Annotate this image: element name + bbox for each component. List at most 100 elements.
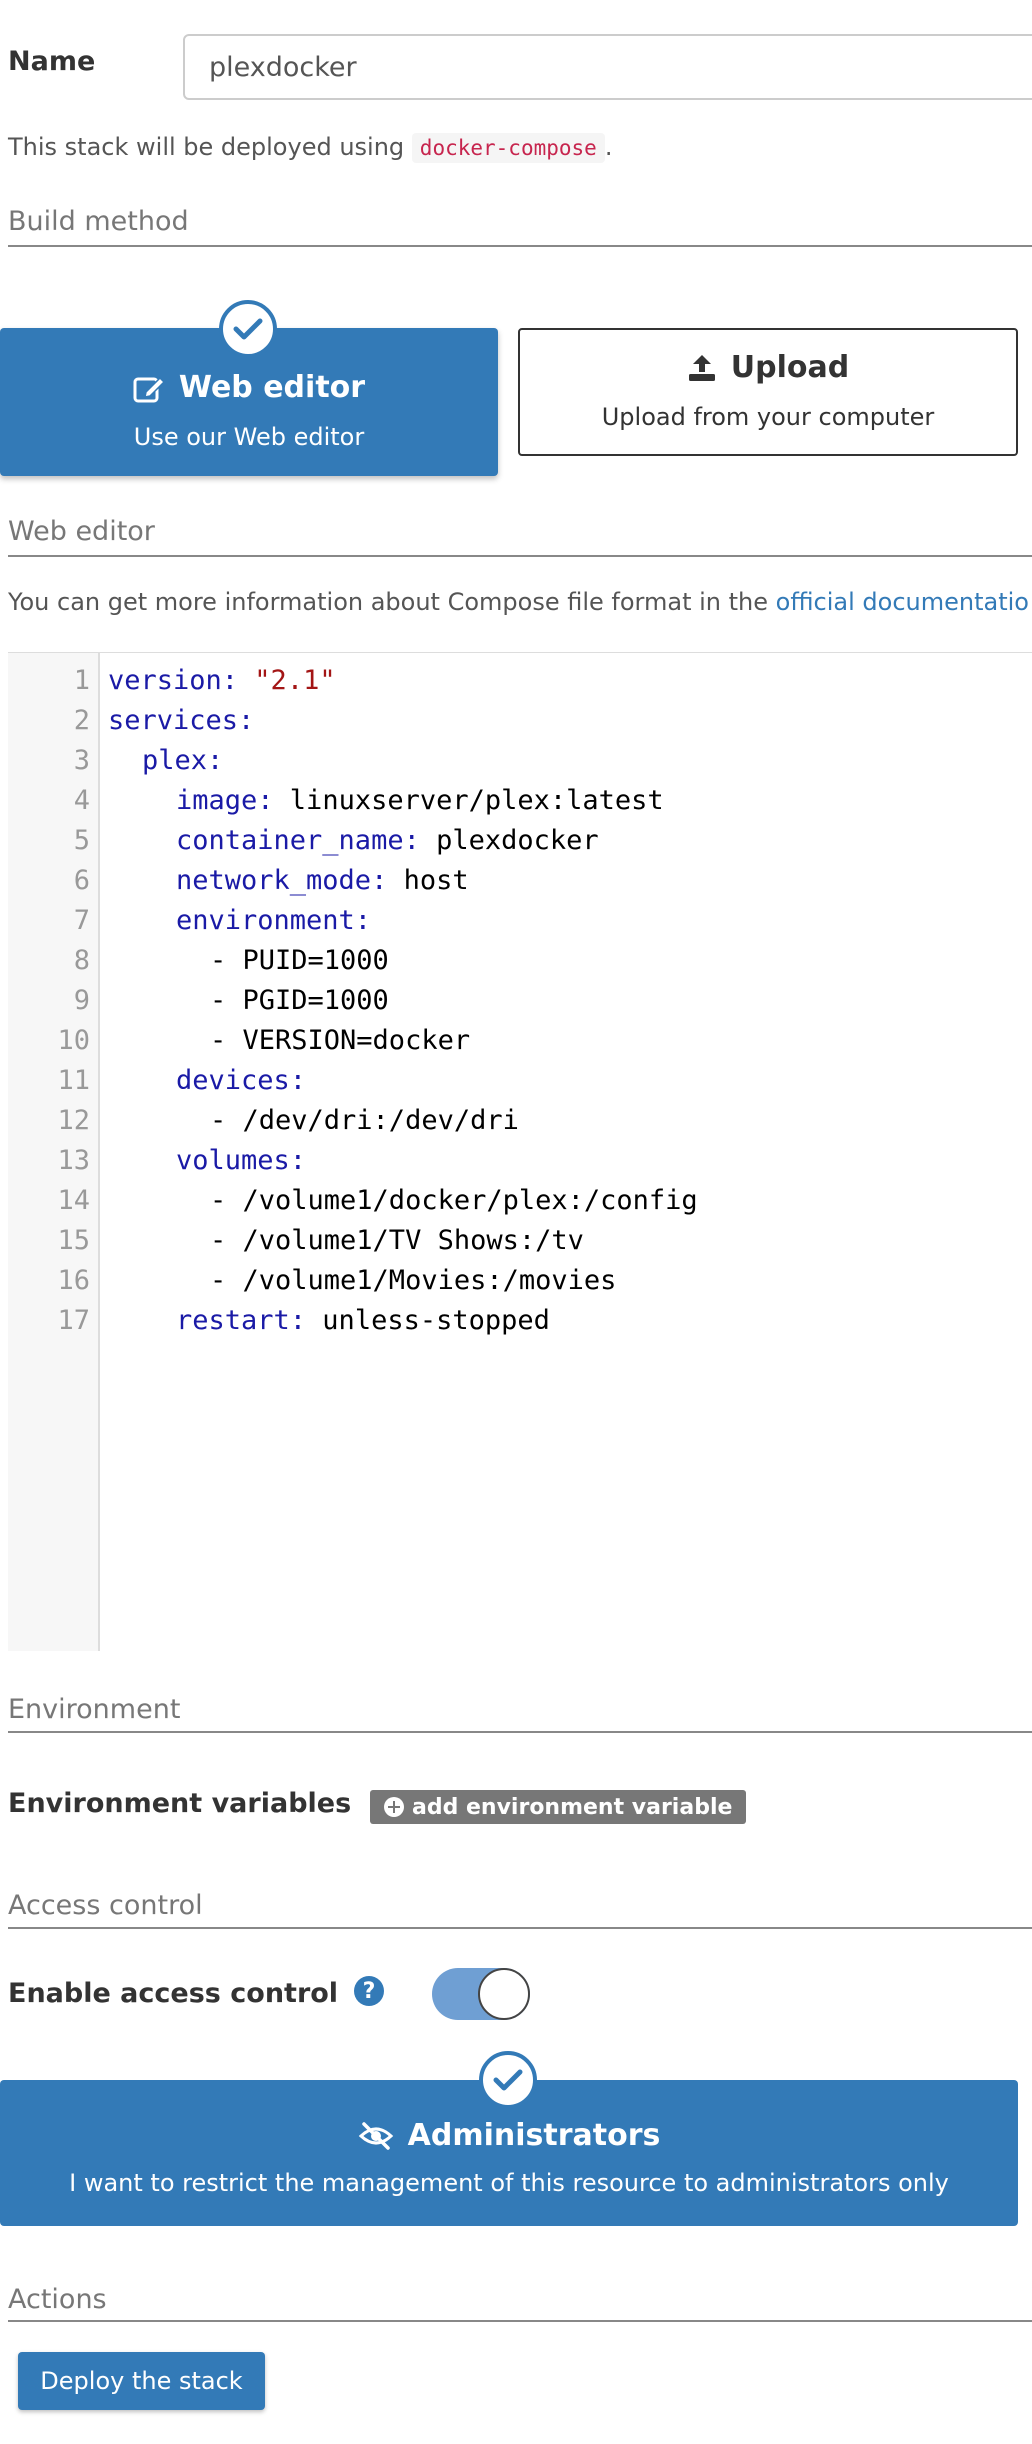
access-control-title: Access control: [8, 1890, 203, 1921]
plus-circle-icon: [384, 1797, 404, 1817]
code-line: 2 services:: [8, 701, 1032, 741]
code-line: 11 devices:: [8, 1061, 1032, 1101]
deploy-note-code: docker-compose: [411, 133, 605, 163]
code-line: 3 plex:: [8, 741, 1032, 781]
code-line: 15- /volume1/TV Shows:/tv: [8, 1221, 1032, 1261]
administrators-check-icon: [479, 2051, 537, 2109]
web-editor-title: Web editor: [8, 516, 155, 547]
code-text: - /dev/dri:/dev/dri: [210, 1101, 519, 1141]
code-line: 17 restart: unless-stopped: [8, 1301, 1032, 1341]
code-line: 14- /volume1/docker/plex:/config: [8, 1181, 1032, 1221]
line-number: 7: [73, 905, 90, 936]
code-text: image: linuxserver/plex:latest: [176, 781, 664, 821]
deploy-note-prefix: This stack will be deployed using: [8, 133, 405, 161]
code-key: network_mode:: [176, 865, 388, 896]
environment-variables-label: Environment variables: [8, 1788, 352, 1819]
line-number: 17: [57, 1305, 90, 1336]
build-method-divider: [8, 245, 1032, 247]
code-text: - VERSION=docker: [210, 1021, 470, 1061]
compose-info-label: You can get more information about Compo…: [8, 588, 769, 616]
line-number: 6: [73, 865, 90, 896]
code-key: volumes:: [176, 1145, 307, 1176]
code-line: 8 - PUID=1000: [8, 941, 1032, 981]
line-number: 11: [57, 1065, 90, 1096]
upload-option-sub: Upload from your computer: [601, 403, 935, 431]
web-editor-option-title: Web editor: [0, 370, 498, 405]
code-text: volumes:: [176, 1141, 306, 1181]
code-value: "2.1": [238, 665, 336, 696]
code-value: - PGID=1000: [210, 985, 389, 1016]
actions-divider: [8, 2320, 1032, 2322]
code-value: plexdocker: [419, 825, 599, 856]
upload-option-label: Upload: [730, 350, 850, 385]
upload-icon: [688, 354, 715, 381]
add-environment-variable-button[interactable]: add environment variable: [370, 1790, 747, 1824]
line-number: 10: [57, 1025, 90, 1056]
web-editor-divider: [8, 555, 1032, 557]
line-number: 4: [73, 785, 90, 816]
stack-name-input[interactable]: [183, 34, 1032, 100]
code-value: linuxserver/plex:latest: [273, 785, 664, 816]
edit-icon: [133, 376, 165, 402]
code-text: - PGID=1000: [210, 981, 389, 1021]
compose-info-text: You can get more information about Compo…: [8, 588, 1029, 616]
line-number: 8: [73, 945, 90, 976]
administrators-option-label: Administrators: [407, 2118, 661, 2153]
line-number: 9: [73, 985, 90, 1016]
code-line: 7 environment:: [8, 901, 1032, 941]
code-line: 13 volumes:: [8, 1141, 1032, 1181]
code-line: 6 network_mode: host: [8, 861, 1032, 901]
code-line: 4 image: linuxserver/plex:latest: [8, 781, 1032, 821]
upload-option-title: Upload: [520, 350, 1016, 385]
code-key: environment:: [176, 905, 372, 936]
code-line: 5 container_name: plexdocker: [8, 821, 1032, 861]
line-number: 16: [57, 1265, 90, 1296]
line-number: 5: [73, 825, 90, 856]
official-documentation-link[interactable]: official documentatio: [775, 588, 1029, 616]
environment-divider: [8, 1731, 1032, 1733]
line-number: 13: [57, 1145, 90, 1176]
code-key: services:: [108, 705, 255, 736]
deploy-stack-button[interactable]: Deploy the stack: [18, 2352, 265, 2410]
code-text: network_mode: host: [176, 861, 469, 901]
code-text: environment:: [176, 901, 371, 941]
code-key: devices:: [176, 1065, 307, 1096]
code-value: - /volume1/docker/plex:/config: [210, 1185, 698, 1216]
line-number: 1: [73, 665, 90, 696]
code-value: unless-stopped: [306, 1305, 550, 1336]
code-value: - /volume1/TV Shows:/tv: [210, 1225, 584, 1256]
code-line: 12 - /dev/dri:/dev/dri: [8, 1101, 1032, 1141]
code-text: - /volume1/TV Shows:/tv: [210, 1221, 584, 1261]
upload-option[interactable]: Upload Upload from your computer: [518, 328, 1018, 456]
code-text: - PUID=1000: [210, 941, 389, 981]
deploy-note-suffix: .: [604, 133, 613, 161]
code-value: - /volume1/Movies:/movies: [210, 1265, 617, 1296]
web-editor-option-sub: Use our Web editor: [133, 423, 365, 451]
code-key: image:: [176, 785, 274, 816]
access-control-toggle[interactable]: [432, 1968, 530, 2020]
code-text: container_name: plexdocker: [176, 821, 599, 861]
code-text: plex:: [142, 741, 223, 781]
code-value: - VERSION=docker: [210, 1025, 471, 1056]
code-text: devices:: [176, 1061, 306, 1101]
line-number: 3: [73, 745, 90, 776]
code-text: restart: unless-stopped: [176, 1301, 550, 1341]
environment-title: Environment: [8, 1694, 181, 1725]
code-text: services:: [108, 701, 254, 741]
line-number: 2: [73, 705, 90, 736]
code-line: 10 - VERSION=docker: [8, 1021, 1032, 1061]
toggle-knob: [478, 1968, 530, 2020]
eye-slash-icon: [358, 2121, 393, 2150]
line-number: 12: [57, 1105, 90, 1136]
help-icon[interactable]: ?: [354, 1976, 384, 2006]
access-control-divider: [8, 1927, 1032, 1929]
editor-gutter: [8, 653, 100, 1651]
add-environment-variable-label: add environment variable: [412, 1794, 733, 1820]
enable-access-control-label: Enable access control: [8, 1978, 339, 2009]
code-value: - PUID=1000: [210, 945, 389, 976]
build-method-title: Build method: [8, 206, 189, 237]
deploy-note: This stack will be deployed using docker…: [8, 133, 613, 163]
code-text: - /volume1/docker/plex:/config: [210, 1181, 698, 1221]
